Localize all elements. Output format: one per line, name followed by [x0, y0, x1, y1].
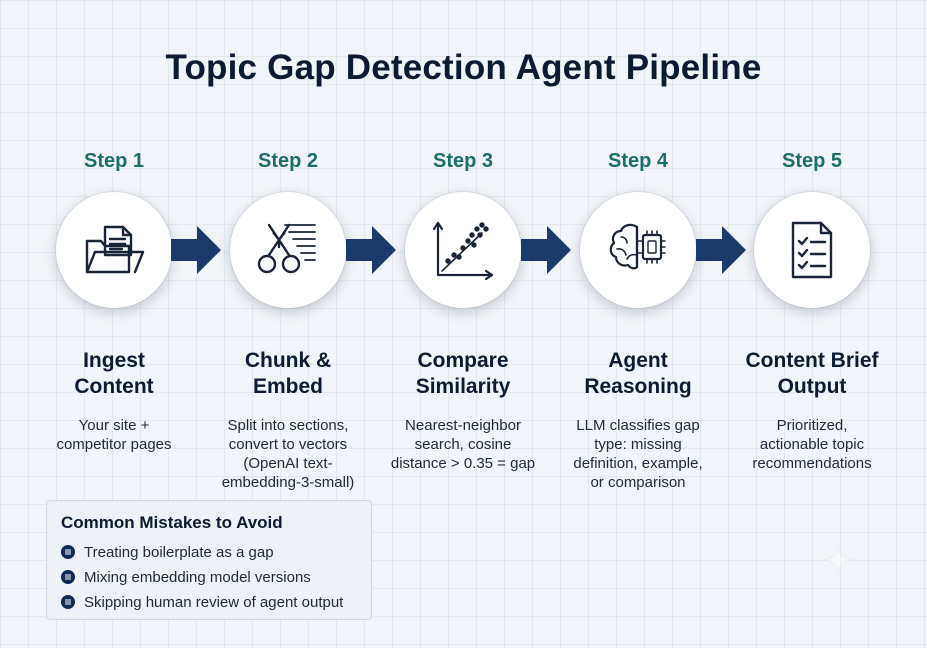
brain-chip-icon	[609, 223, 666, 270]
step-description: Your site + competitor pages	[56, 417, 172, 453]
step-3: Step 3 Compare Similarity Nearest-neighb…	[378, 150, 548, 473]
mistake-text: Mixing embedding model versions	[84, 568, 311, 586]
list-item: Treating boilerplate as a gap	[61, 542, 357, 562]
step-1: Step 1 Ingest Content Your site + compet…	[29, 150, 199, 454]
step-title: Chunk & Embed	[244, 349, 332, 398]
step-description: Prioritized, actionable topic recommenda…	[752, 417, 872, 472]
folder-document-icon	[85, 225, 145, 274]
list-bullet-icon	[61, 545, 75, 559]
arrow-right-icon	[696, 226, 746, 274]
scatter-plot-icon	[432, 221, 494, 281]
step-title: Content Brief Output	[745, 349, 879, 398]
mistake-text: Treating boilerplate as a gap	[84, 543, 274, 561]
step-label: Step 4	[607, 150, 669, 172]
checklist-icon	[791, 221, 833, 279]
mistake-text: Skipping human review of agent output	[84, 593, 344, 611]
step-title: Agent Reasoning	[584, 349, 692, 398]
arrow-right-icon	[521, 226, 571, 274]
step-icon-circle	[230, 192, 346, 308]
list-bullet-icon	[61, 595, 75, 609]
scissors-icon	[257, 223, 316, 274]
list-item: Mixing embedding model versions	[61, 567, 357, 587]
page-title: Topic Gap Detection Agent Pipeline	[165, 48, 762, 87]
step-label: Step 2	[257, 150, 319, 172]
step-label: Step 3	[432, 150, 494, 172]
step-description: Split into sections, convert to vectors …	[221, 417, 355, 491]
step-4: Step 4 Agent Reasoning LLM classifies ga…	[553, 150, 723, 492]
step-2: Step 2 Chunk & Embed Split into sections…	[203, 150, 373, 492]
step-label: Step 5	[781, 150, 843, 172]
step-5: Step 5 Content Brief Output Prioritized,…	[727, 150, 897, 473]
step-icon-circle	[405, 192, 521, 308]
step-icon-circle	[56, 192, 172, 308]
step-label: Step 1	[83, 150, 145, 172]
common-mistakes-title: Common Mistakes to Avoid	[61, 513, 283, 532]
arrow-right-icon	[346, 226, 396, 274]
step-icon-circle	[754, 192, 870, 308]
step-title: Compare Similarity	[415, 349, 511, 398]
step-icon-circle	[580, 192, 696, 308]
list-item: Skipping human review of agent output	[61, 592, 357, 612]
sparkle-icon	[821, 543, 855, 577]
step-description: LLM classifies gap type: missing definit…	[573, 417, 703, 491]
common-mistakes-panel: Common Mistakes to Avoid Treating boiler…	[46, 500, 372, 620]
step-description: Nearest-neighbor search, cosine distance…	[390, 417, 536, 472]
step-title: Ingest Content	[74, 349, 154, 398]
list-bullet-icon	[61, 570, 75, 584]
arrow-right-icon	[171, 226, 221, 274]
